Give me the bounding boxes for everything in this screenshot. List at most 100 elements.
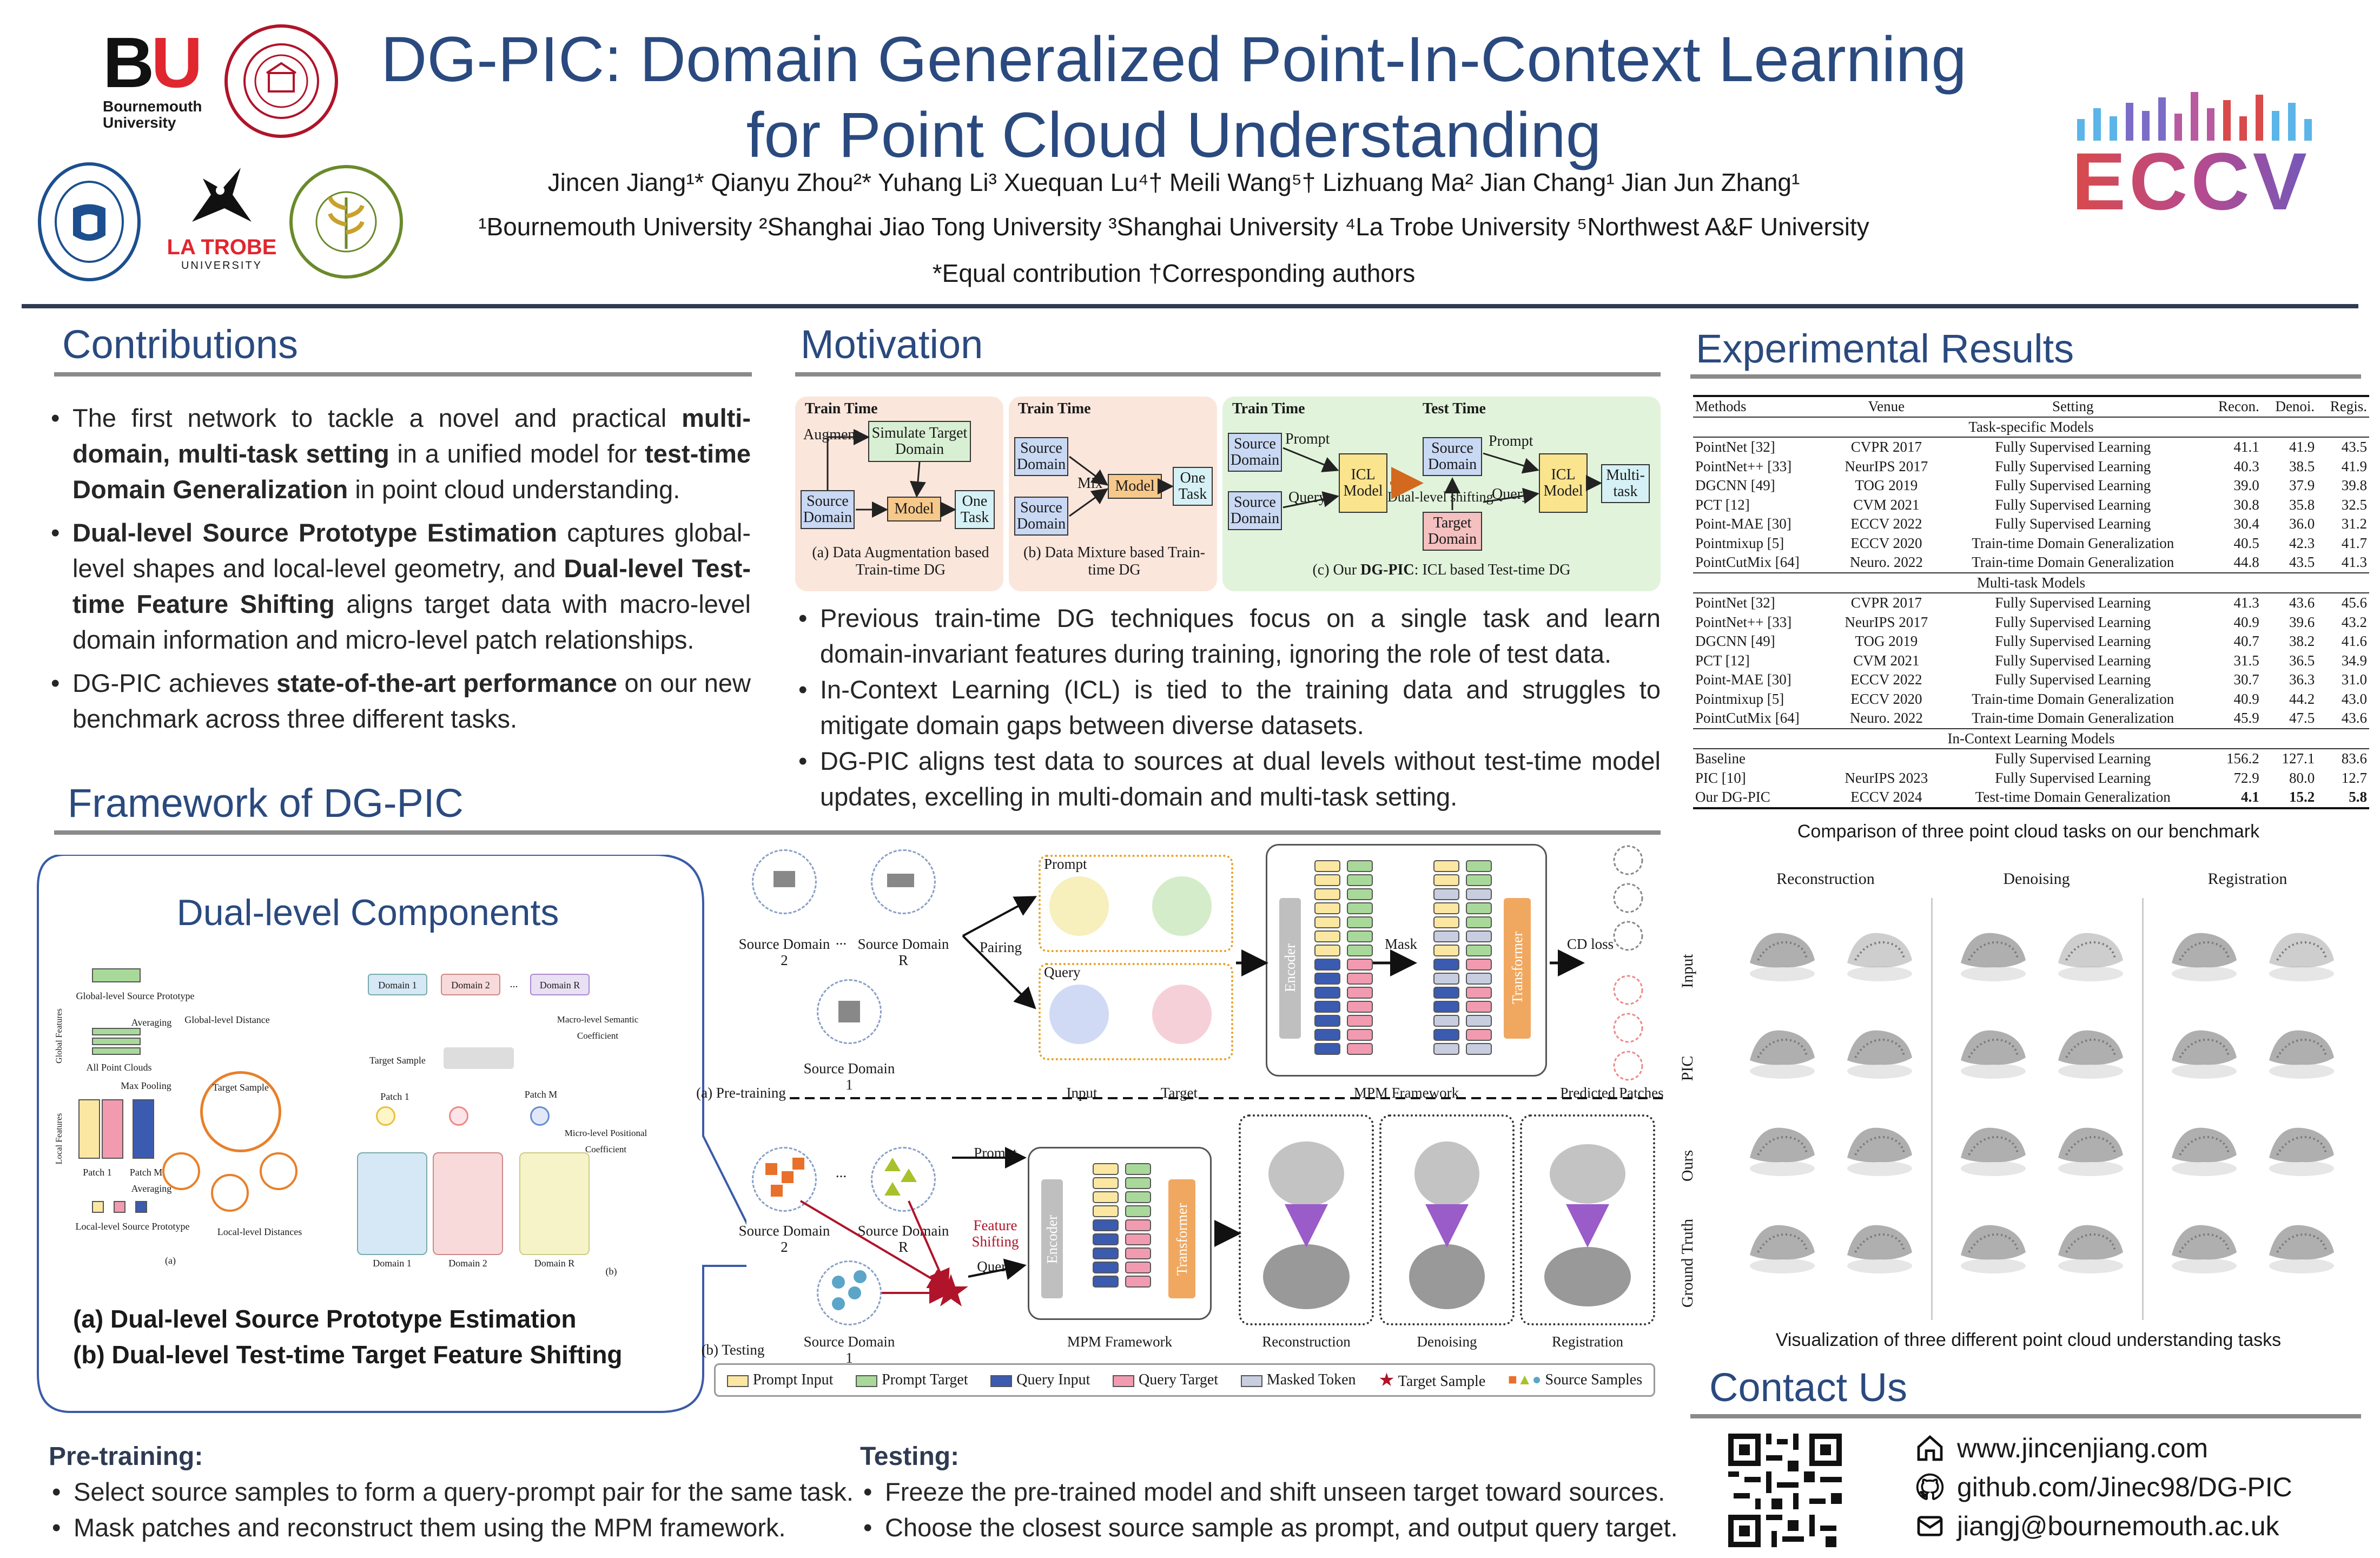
framework-title: Framework of DG-PIC [68, 781, 464, 826]
table-cell: 37.9 [2289, 477, 2315, 493]
pipeline-legend: Prompt Input Prompt Target Query Input Q… [714, 1363, 1655, 1397]
token [1125, 1191, 1151, 1203]
website-row[interactable]: www.jincenjiang.com [1915, 1432, 2208, 1464]
dual-components-title: Dual-level Components [176, 892, 559, 933]
email-link[interactable]: jiangj@bournemouth.ac.uk [1957, 1511, 2279, 1541]
table-cell: 156.2 [2226, 750, 2259, 767]
visualization-grid: Reconstruction Denoising Registration In… [1677, 855, 2375, 1325]
table-cell: PointNet [32] [1695, 439, 1775, 455]
github-link[interactable]: github.com/Jinec98/DG-PIC [1957, 1472, 2292, 1502]
table-cell: PointNet++ [33] [1695, 613, 1792, 630]
table-cell: 43.5 [2289, 554, 2315, 570]
prompt-label-c2: Prompt [1489, 433, 1533, 450]
table-cell: 36.5 [2289, 652, 2315, 669]
table-cell: PCT [12] [1695, 652, 1750, 669]
contribution-item: The first network to tackle a novel and … [48, 400, 751, 507]
website-link[interactable]: www.jincenjiang.com [1957, 1433, 2209, 1463]
table-cell: CVPR 2017 [1850, 595, 1922, 611]
point-cloud-render [1834, 1104, 1926, 1185]
table-cell: CVPR 2017 [1850, 439, 1922, 455]
qr-code[interactable] [1728, 1434, 1842, 1547]
table-header-cell: Setting [1941, 395, 2204, 418]
viz-row-ours: Ours [1678, 1150, 1696, 1182]
token [1125, 1262, 1151, 1273]
point-cloud-render [1736, 909, 1828, 990]
pre-source-domain-1: Source Domain 1 [803, 1060, 895, 1093]
viz-col-registration: Registration [2207, 870, 2288, 888]
caption-c: (c) Our DG-PIC: ICL based Test-time DG [1312, 562, 1571, 578]
point-cloud-render [2256, 1201, 2348, 1282]
token [1314, 902, 1340, 914]
dual-captions: (a) Dual-level Source Prototype Estimati… [73, 1301, 623, 1372]
table-cell: Fully Supervised Learning [1995, 769, 2151, 786]
title-line-1: DG-PIC: Domain Generalized Point-In-Cont… [381, 24, 1967, 95]
table-cell: DGCNN [49] [1695, 477, 1775, 493]
token [1314, 973, 1340, 985]
token [1125, 1177, 1151, 1189]
table-cell: 40.9 [2233, 690, 2259, 707]
point-cloud-render [2158, 1201, 2250, 1282]
domain-1-box-b: Domain 1 [378, 980, 417, 991]
table-cell: 30.8 [2233, 496, 2259, 513]
domain-2-label-bottom: Domain 2 [448, 1258, 487, 1269]
testing-list: Freeze the pre-trained model and shift u… [860, 1474, 1688, 1546]
table-cell: ECCV 2024 [1830, 788, 1942, 809]
table-cell: Fully Supervised Learning [1995, 595, 2151, 611]
table-cell: Our DG-PIC [1693, 788, 1831, 809]
test-time-label: Test Time [1423, 400, 1486, 417]
viz-row-pic: PIC [1678, 1055, 1696, 1081]
table-cell: 41.9 [2341, 458, 2367, 474]
token [1314, 1043, 1340, 1055]
motivation-diagram: Train Time Augment Simulate Target Domai… [795, 394, 1661, 594]
email-row[interactable]: jiangj@bournemouth.ac.uk [1915, 1510, 2279, 1542]
patch-m-label: Patch M [129, 1167, 163, 1178]
point-cloud-render [2256, 909, 2348, 990]
token [1466, 1001, 1492, 1013]
token [1347, 945, 1373, 956]
target-sample-label-a: Target Sample [213, 1082, 269, 1093]
token [1433, 1029, 1459, 1041]
source-domain-box-b2: Source Domain [1014, 497, 1068, 536]
point-cloud-render [2256, 1104, 2348, 1185]
viz-caption: Visualization of three different point c… [1775, 1330, 2282, 1350]
table-cell: Fully Supervised Learning [1995, 516, 2151, 532]
caption-feature-shifting: (b) Dual-level Test-time Target Feature … [73, 1341, 623, 1369]
github-row[interactable]: github.com/Jinec98/DG-PIC [1915, 1471, 2292, 1503]
table-cell: 38.5 [2289, 458, 2315, 474]
token [1314, 860, 1340, 872]
legend-prompt-target: Prompt Target [856, 1371, 968, 1389]
token [1093, 1205, 1119, 1217]
token [1433, 874, 1459, 886]
domain-r-box-b: Domain R [539, 980, 580, 991]
table-cell: 45.9 [2233, 710, 2259, 726]
viz-row-input: Input [1678, 954, 1696, 988]
mpm-label-test: MPM Framework [1067, 1333, 1173, 1350]
eccv-logo: ECCV [2072, 92, 2326, 222]
table-cell: PointCutMix [64] [1695, 710, 1800, 726]
table-cell: PointNet [32] [1695, 595, 1775, 611]
table-cell: 80.0 [2289, 769, 2315, 786]
simulate-box: Simulate Target Domain [868, 421, 971, 462]
token [1093, 1247, 1119, 1259]
motivation-divider [795, 372, 1661, 377]
affiliation-list: ¹Bournemouth University ²Shanghai Jiao T… [478, 213, 1869, 241]
token [1433, 959, 1459, 971]
token [1125, 1219, 1151, 1231]
token [1314, 1029, 1340, 1041]
table-cell: Baseline [1695, 750, 1746, 767]
point-cloud-render [1947, 909, 2039, 990]
token [1314, 888, 1340, 900]
table-cell: 72.9 [2233, 769, 2259, 786]
point-cloud-render [1834, 1006, 1926, 1087]
testing-item: Freeze the pre-trained model and shift u… [860, 1474, 1688, 1510]
feature-shifting-label: Feature Shifting [971, 1217, 1019, 1250]
domain-2-box-b: Domain 2 [451, 980, 490, 991]
token [1433, 860, 1459, 872]
token [1433, 987, 1459, 999]
source-domain-box-c3: Source Domain [1423, 437, 1482, 476]
